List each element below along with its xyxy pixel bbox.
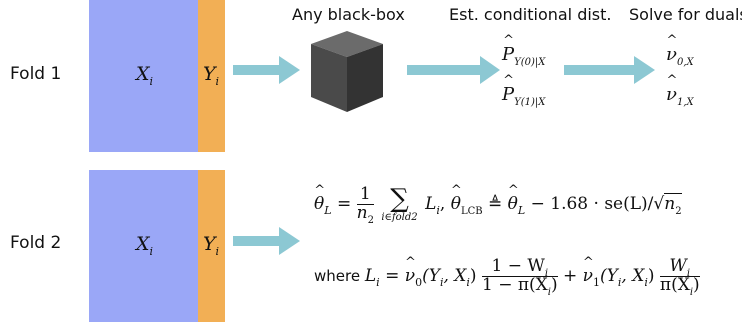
arrow-blackbox-to-conditional bbox=[407, 56, 500, 84]
duals-heading: Solve for duals bbox=[629, 5, 742, 24]
nu-0-x: ν0,X bbox=[666, 44, 694, 68]
arrow-fold1-to-blackbox bbox=[233, 56, 300, 84]
fold2-x-block bbox=[89, 170, 198, 322]
blackbox-heading: Any black-box bbox=[292, 5, 405, 24]
nu-1-x: ν1,X bbox=[666, 84, 694, 108]
arrow-conditional-to-duals bbox=[564, 56, 655, 84]
fold1-y-label: Yi bbox=[203, 63, 220, 88]
formula-theta-lcb: θL = 1n2 ∑ i∈fold2 Li, θLCB ≜ θL − 1.68 … bbox=[314, 185, 682, 226]
fold1-y-block bbox=[198, 0, 225, 152]
fold1-x-label: Xi bbox=[136, 63, 154, 88]
p-y1-given-x: PY(1)|X bbox=[502, 84, 545, 108]
conditional-heading: Est. conditional dist. bbox=[449, 5, 612, 24]
formula-li-definition: where Li = ν0(Yi, Xi) 1 − Wi1 − π(Xi) + … bbox=[314, 257, 700, 298]
p-y0-given-x: PY(0)|X bbox=[502, 44, 545, 68]
arrow-fold2-to-formula bbox=[233, 227, 300, 255]
blackbox-cube-icon bbox=[311, 31, 383, 112]
fold1-x-block bbox=[89, 0, 198, 152]
fold2-y-label: Yi bbox=[203, 233, 220, 258]
fold2-label: Fold 2 bbox=[10, 233, 62, 253]
fold2-x-label: Xi bbox=[136, 233, 154, 258]
fold2-y-block bbox=[198, 170, 225, 322]
fold1-label: Fold 1 bbox=[10, 64, 62, 84]
